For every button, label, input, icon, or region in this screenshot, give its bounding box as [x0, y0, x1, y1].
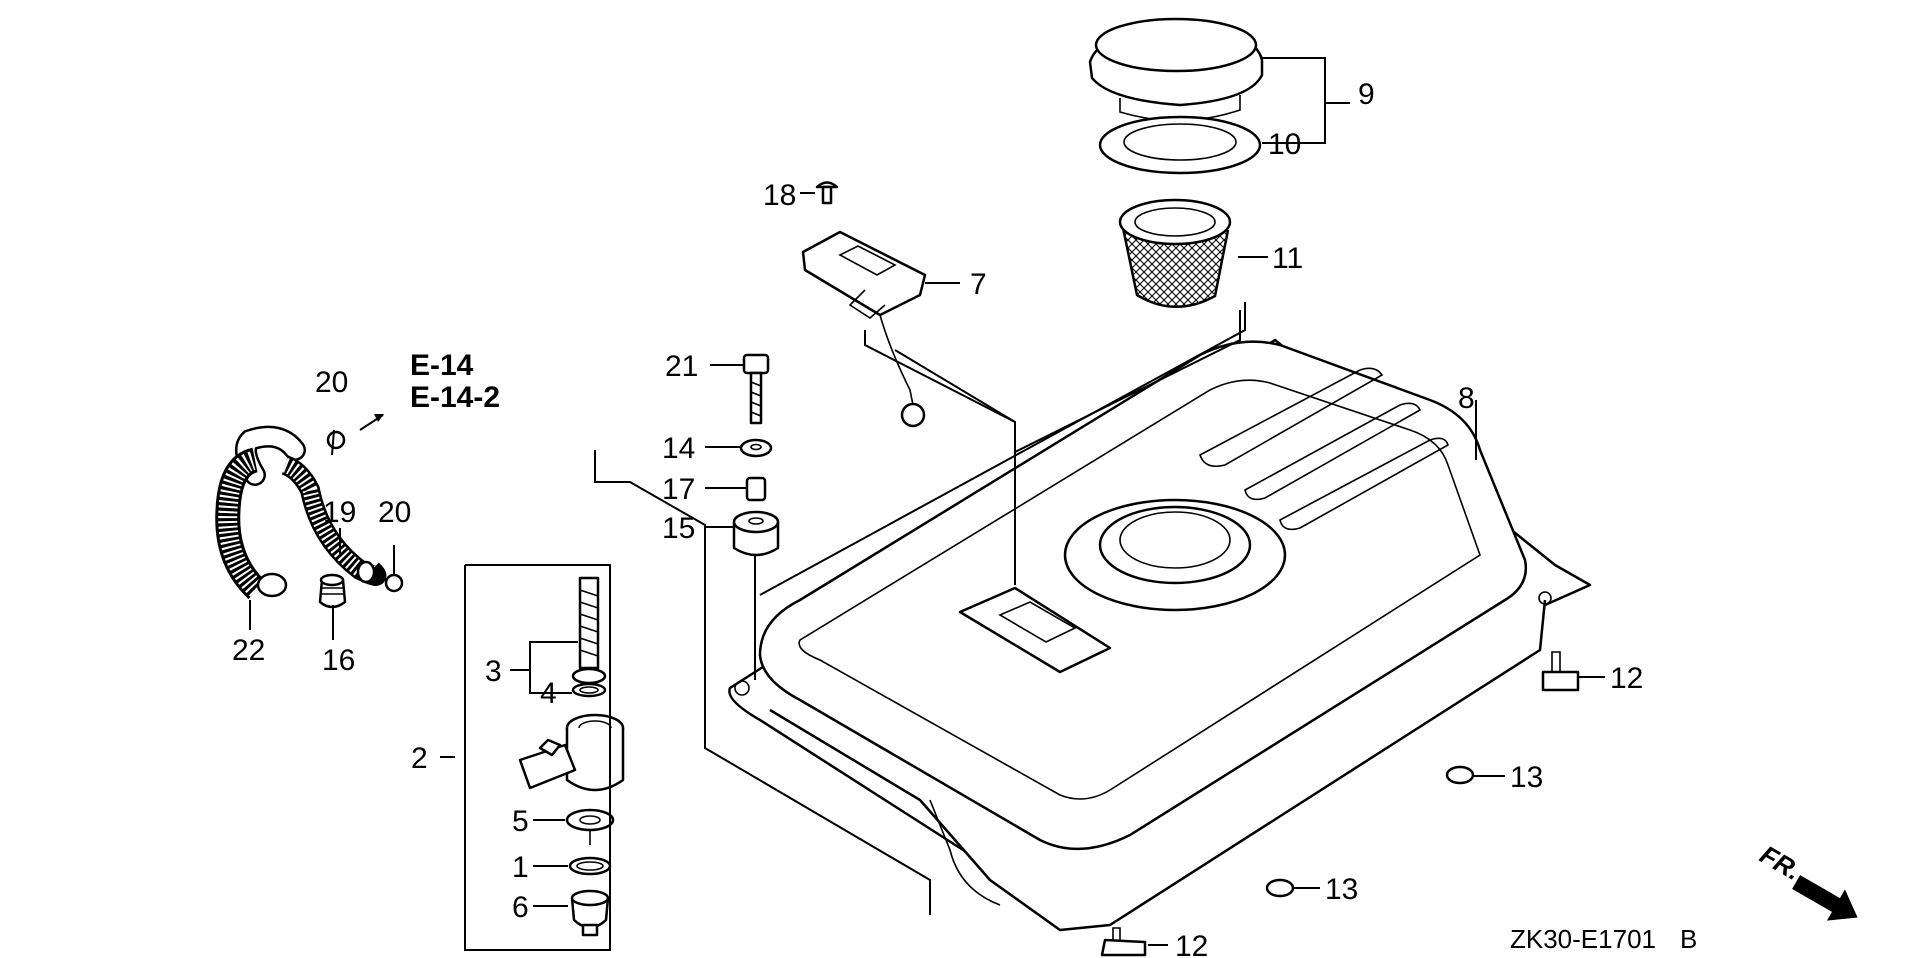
fuel-cock-assembly: [518, 576, 625, 937]
assembly-guide-lines: [464, 302, 1246, 951]
callout-8: 8: [1458, 382, 1475, 415]
fuel-filter-spring: [318, 573, 347, 609]
revision-letter: B: [1680, 924, 1697, 954]
callout-2: 2: [411, 742, 428, 775]
callout-13-upper: 13: [1510, 761, 1543, 794]
callout-17: 17: [662, 473, 695, 506]
callout-21: 21: [665, 350, 698, 383]
collar: [745, 476, 767, 502]
callout-7: 7: [970, 268, 987, 301]
callouts: 9 10 11 7 18 8 12 13 13 12 21 14 17 15 3…: [232, 78, 1643, 958]
callout-11: 11: [1272, 242, 1303, 275]
screw: [815, 181, 839, 205]
fuel-tank: [728, 338, 1592, 932]
front-direction-marker: FR.: [1755, 839, 1858, 921]
callout-22: 22: [232, 634, 265, 667]
callout-15: 15: [662, 512, 695, 545]
reference-e14[interactable]: E-14: [410, 349, 474, 382]
callout-19: 19: [323, 496, 356, 529]
callout-3: 3: [485, 655, 502, 688]
tank-grommet-a: [1445, 765, 1475, 785]
fuel-gauge: [801, 230, 927, 428]
callout-1: 1: [512, 851, 529, 884]
callout-12-right: 12: [1610, 662, 1643, 695]
reference-e14-2[interactable]: E-14-2: [410, 381, 500, 414]
callout-5: 5: [512, 805, 529, 838]
hose-clip-top: [326, 430, 346, 450]
tank-clip-right: [1541, 651, 1580, 692]
hose-clip-right: [384, 573, 404, 593]
tank-grommet-b: [1265, 878, 1295, 898]
callout-13-lower: 13: [1325, 873, 1358, 906]
front-arrow-icon: [1792, 875, 1858, 921]
callout-16: 16: [322, 644, 355, 677]
callout-20-right: 20: [378, 496, 411, 529]
callout-9: 9: [1358, 78, 1375, 111]
mounting-rubber: [732, 510, 780, 557]
fuel-hose-short: [215, 447, 288, 600]
flange-bolt: [742, 353, 770, 425]
tank-clip-bottom: [1100, 927, 1147, 957]
callout-20-top: 20: [315, 366, 348, 399]
fuel-strainer: [1118, 198, 1232, 308]
cap-gasket: [1098, 115, 1262, 175]
callout-14: 14: [662, 432, 695, 465]
callout-10: 10: [1268, 128, 1301, 161]
callout-18: 18: [763, 179, 796, 212]
fuel-cap: [1088, 17, 1264, 122]
callout-6: 6: [512, 891, 529, 924]
callout-12-bottom: 12: [1175, 930, 1208, 958]
leader-lines: [249, 57, 1605, 946]
washer: [739, 438, 773, 458]
diagram-code: ZK30-E1701: [1510, 924, 1656, 954]
callout-4: 4: [540, 677, 557, 710]
